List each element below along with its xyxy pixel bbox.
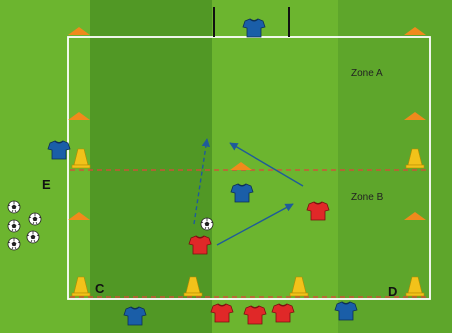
- zone-b-label: Zone B: [351, 192, 384, 203]
- soccer-ball-icon: [8, 201, 20, 213]
- corner-e-label: E: [42, 177, 51, 192]
- soccer-ball-icon: [201, 218, 213, 230]
- soccer-ball-icon: [8, 238, 20, 250]
- soccer-ball-icon: [8, 220, 20, 232]
- zone-a-label: Zone A: [351, 68, 383, 79]
- soccer-ball-icon: [29, 213, 41, 225]
- corner-c-label: C: [95, 281, 105, 296]
- grass-stripe: [212, 0, 338, 333]
- soccer-ball-icon: [27, 231, 39, 243]
- corner-d-label: D: [388, 284, 397, 299]
